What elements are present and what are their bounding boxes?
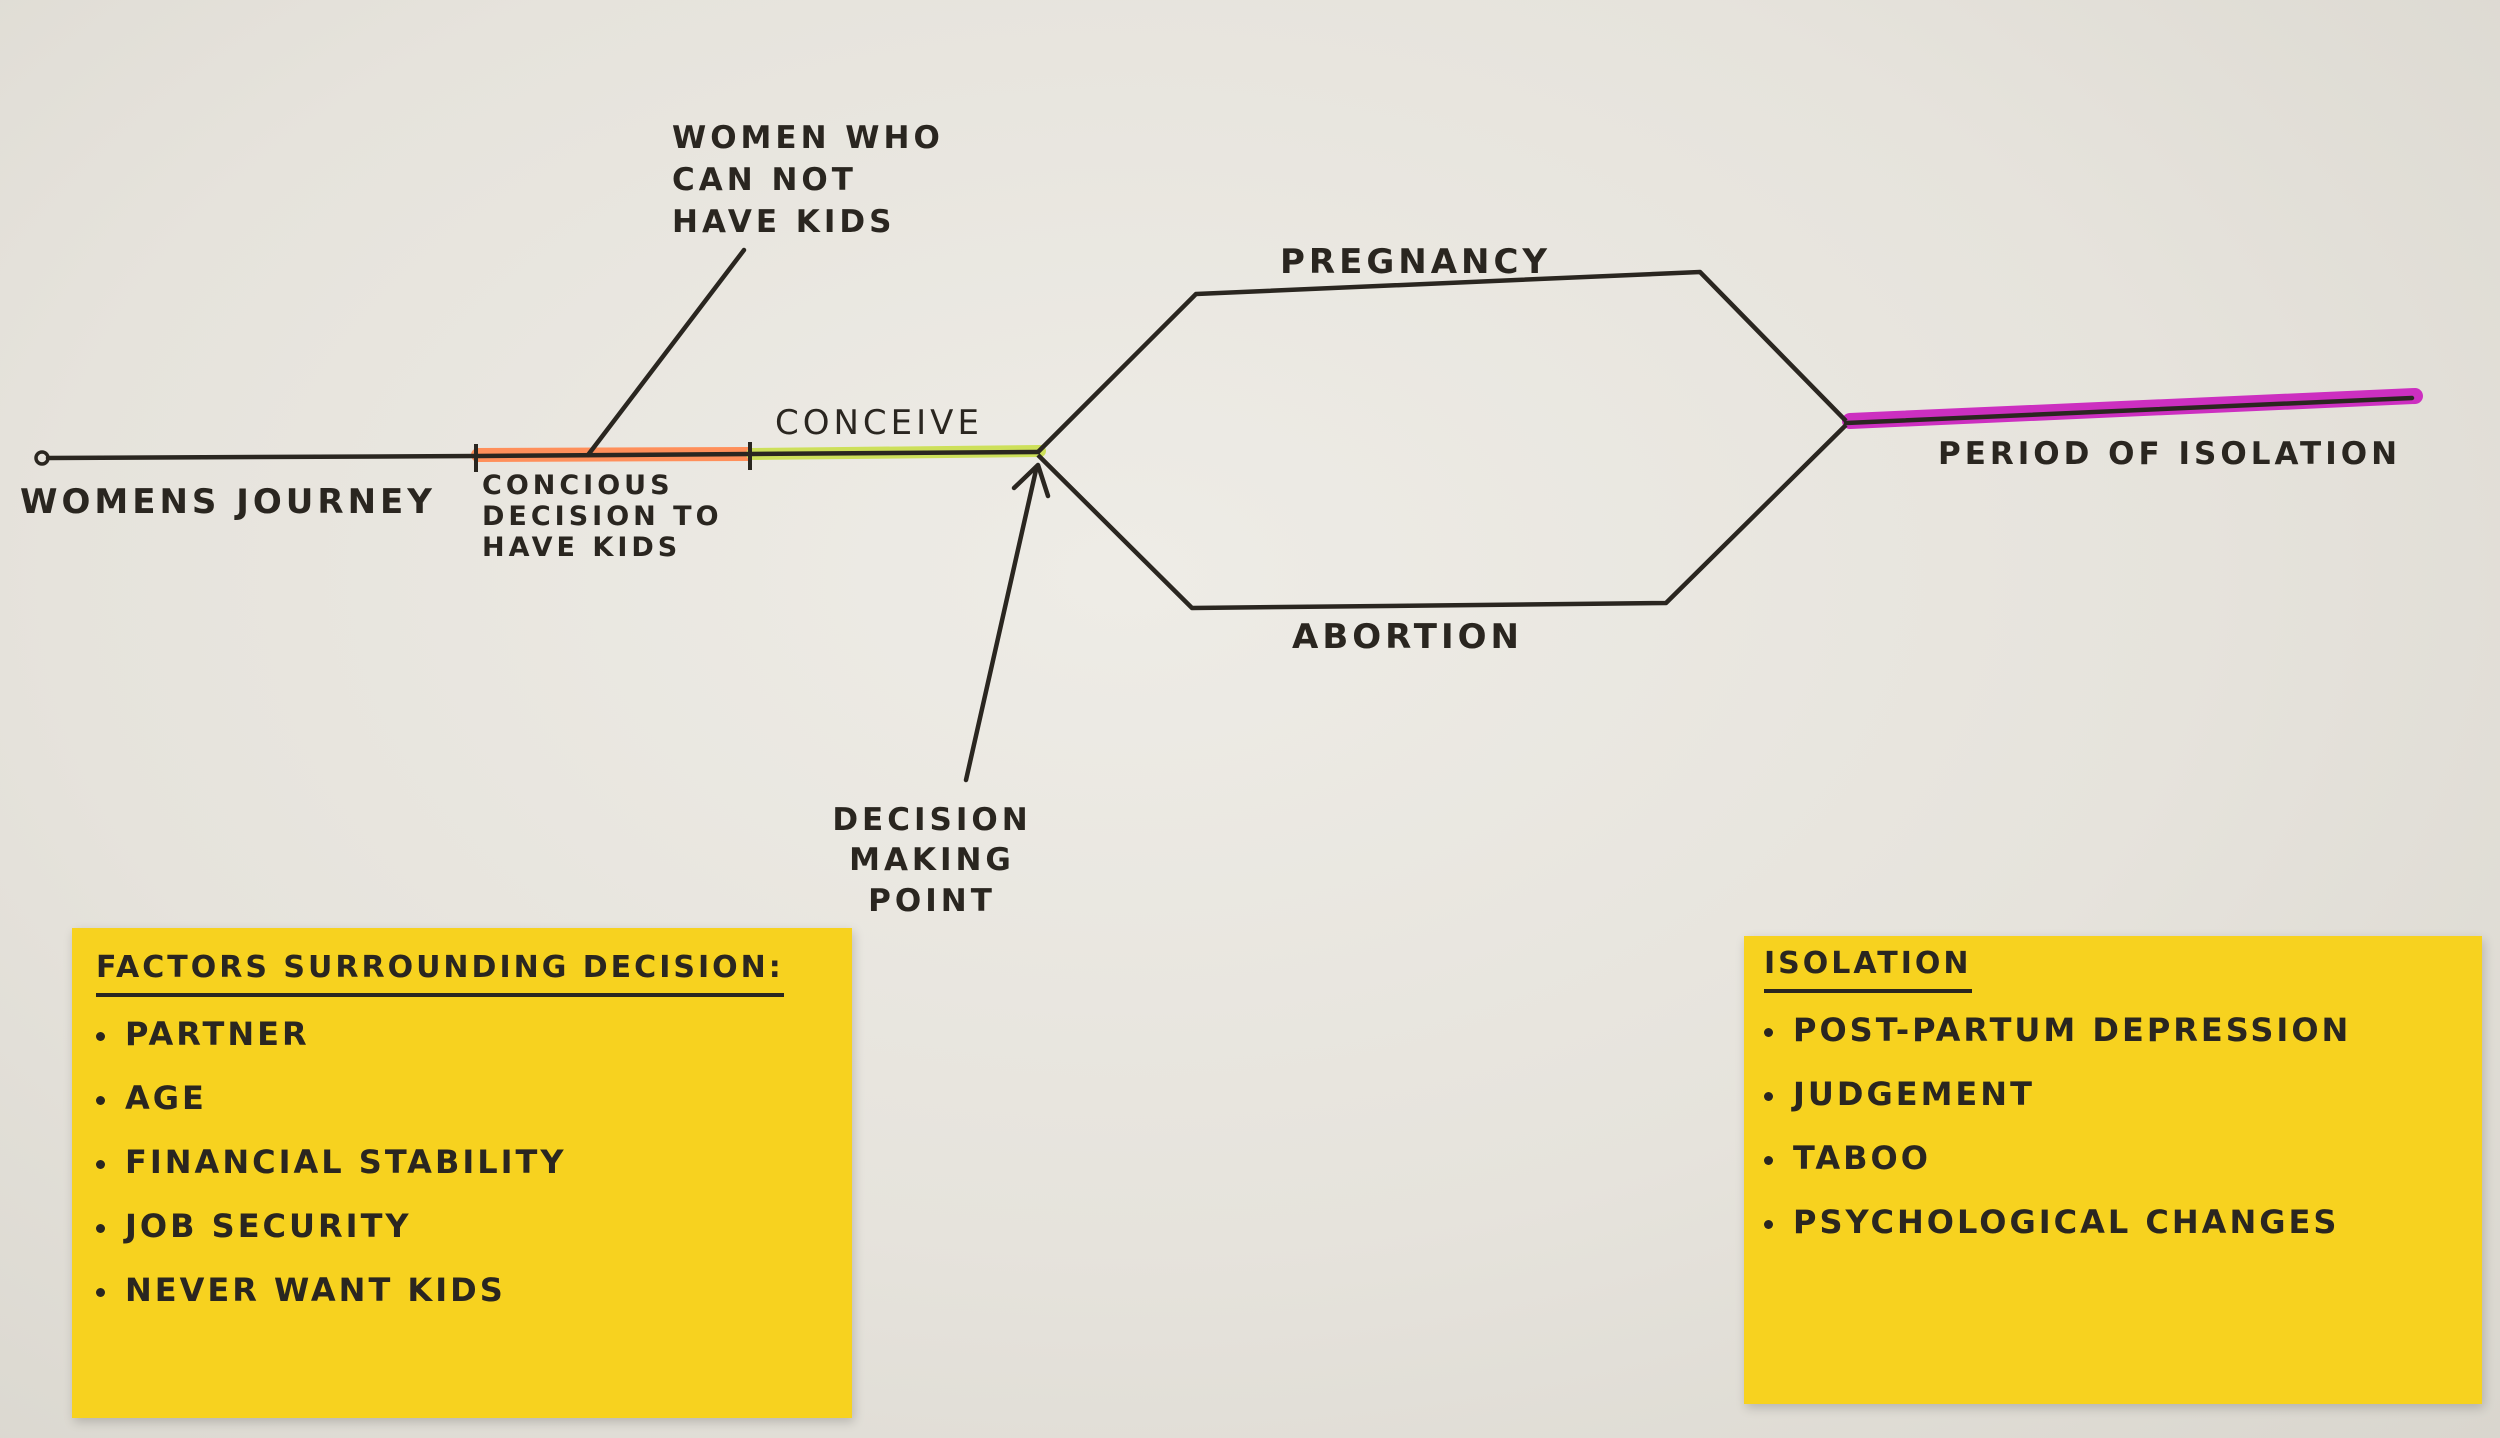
list-item: AGE [96, 1079, 852, 1117]
bullet-icon [96, 1095, 105, 1105]
bullet-icon [1764, 1027, 1773, 1037]
isolation-line [1843, 395, 2415, 426]
pregnancy-branch [1036, 269, 1848, 454]
isolation-note-title: ISOLATION [1764, 946, 1972, 993]
list-item: JOB SECURITY [96, 1207, 852, 1245]
abortion-branch [1036, 423, 1848, 611]
list-item: POST-PARTUM DEPRESSION [1764, 1011, 2482, 1049]
timeline-line [45, 449, 1041, 461]
bullet-icon [1764, 1155, 1773, 1165]
bullet-icon [1764, 1219, 1773, 1229]
pregnancy-label: PREGNANCY [1280, 242, 1552, 282]
factors-note-title: FACTORS SURROUNDING DECISION: [96, 950, 784, 997]
list-item: PARTNER [96, 1015, 852, 1053]
decision-point-label: DECISION MAKING POINT [832, 802, 1032, 919]
factors-sticky-note: FACTORS SURROUNDING DECISION: PARTNER AG… [72, 928, 852, 1418]
list-item: NEVER WANT KIDS [96, 1271, 852, 1309]
cannot-have-kids-branch [585, 247, 747, 458]
decision-arrow-head [1011, 462, 1051, 499]
list-item: PSYCHOLOGICAL CHANGES [1764, 1203, 2482, 1241]
factors-list: PARTNER AGE FINANCIAL STABILITY JOB SECU… [96, 1015, 852, 1309]
list-item: JUDGEMENT [1764, 1075, 2482, 1113]
bullet-icon [1764, 1091, 1773, 1101]
isolation-end-label: PERIOD OF ISOLATION [1938, 436, 2402, 472]
abortion-label: ABORTION [1292, 617, 1523, 657]
bullet-icon [96, 1287, 105, 1297]
isolation-sticky-note: ISOLATION POST-PARTUM DEPRESSION JUDGEME… [1744, 936, 2482, 1404]
cannot-have-kids-label: WOMEN WHO CAN NOT HAVE KIDS [672, 120, 944, 240]
decision-arrow-shaft [963, 467, 1039, 783]
isolation-list: POST-PARTUM DEPRESSION JUDGEMENT TABOO P… [1764, 1011, 2482, 1241]
conceive-label: CONCEIVE [775, 403, 983, 443]
decision-segment-label: CONCIOUS DECISION TO HAVE KIDS [482, 470, 723, 564]
list-item: FINANCIAL STABILITY [96, 1143, 852, 1181]
start-label: WOMENS JOURNEY [20, 482, 436, 522]
list-item: TABOO [1764, 1139, 2482, 1177]
bullet-icon [96, 1159, 105, 1169]
bullet-icon [96, 1031, 105, 1041]
bullet-icon [96, 1223, 105, 1233]
